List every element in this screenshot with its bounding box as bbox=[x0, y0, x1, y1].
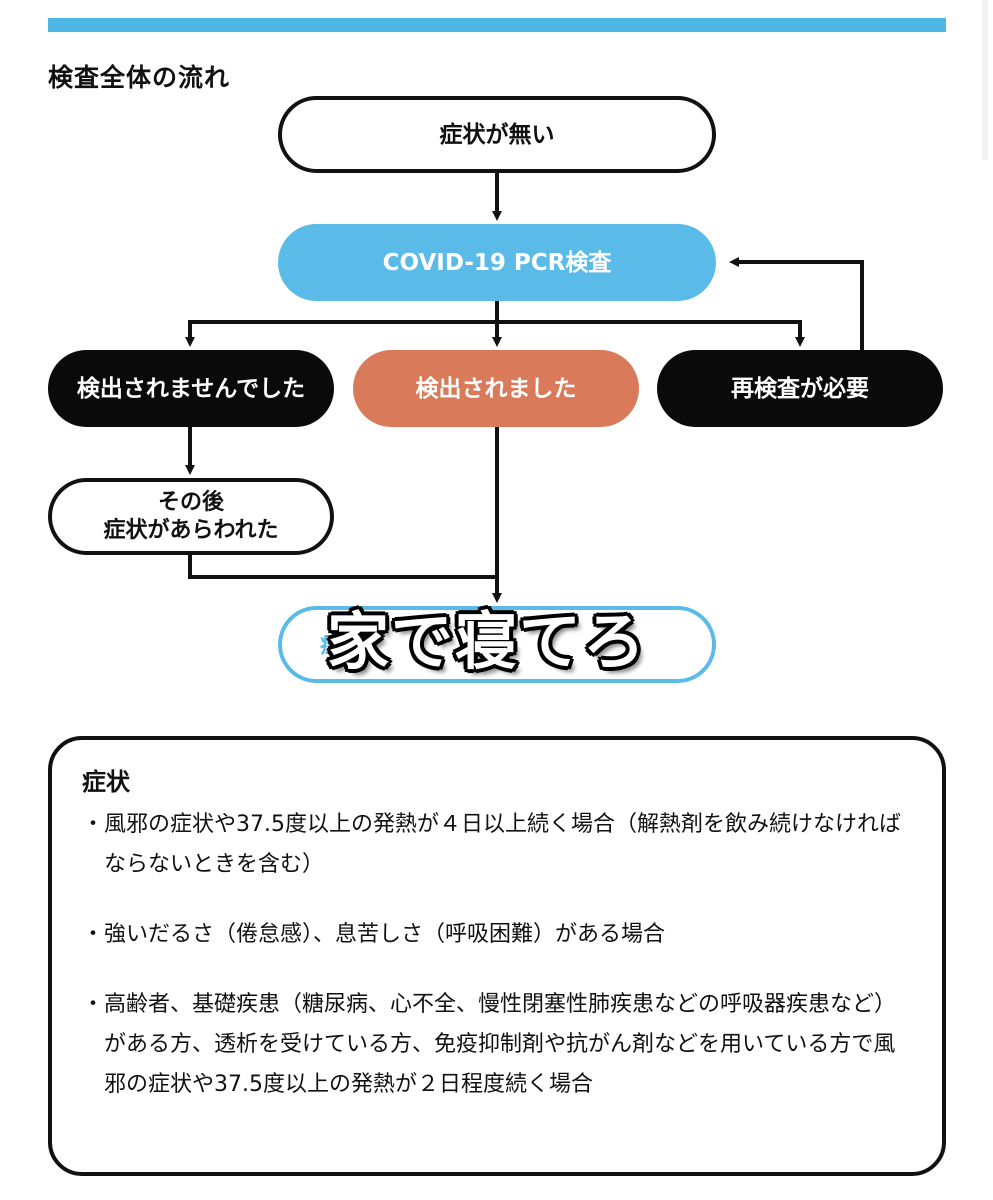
node-bottom-partial-text: 症 bbox=[320, 632, 343, 658]
list-item: ・ 高齢者、基礎疾患（糖尿病、心不全、慢性閉塞性肺疾患などの呼吸器疾患など）があ… bbox=[82, 985, 912, 1105]
list-item: ・ 風邪の症状や37.5度以上の発熱が４日以上続く場合（解熱剤を飲み続けなければ… bbox=[82, 805, 912, 885]
page-title: 検査全体の流れ bbox=[48, 63, 231, 92]
top-accent-bar bbox=[48, 18, 946, 32]
after-to-bottom-line bbox=[188, 555, 497, 579]
list-item: ・ 強いだるさ（倦怠感）、息苦しさ（呼吸困難）がある場合 bbox=[82, 915, 912, 955]
node-bottom-obscured: 症 bbox=[278, 606, 716, 683]
symptom-text-1: 風邪の症状や37.5度以上の発熱が４日以上続く場合（解熱剤を飲み続けなければなら… bbox=[104, 812, 901, 877]
bullet: ・ bbox=[82, 992, 105, 1017]
symptoms-box: 症状 ・ 風邪の症状や37.5度以上の発熱が４日以上続く場合（解熱剤を飲み続けな… bbox=[48, 736, 946, 1176]
overlay-caption: 家で寝てろ bbox=[325, 603, 648, 680]
scrollbar[interactable] bbox=[982, 0, 988, 160]
symptoms-title: 症状 bbox=[82, 768, 130, 796]
node-negative: 検出されませんでした bbox=[48, 350, 334, 427]
node-no-symptoms: 症状が無い bbox=[278, 96, 716, 173]
node-pcr-test: COVID-19 PCR検査 bbox=[278, 224, 716, 301]
node-symptoms-appeared-line2: 症状があらわれた bbox=[103, 517, 279, 543]
flow-connectors bbox=[185, 173, 864, 603]
node-symptoms-appeared: その後 症状があらわれた bbox=[48, 478, 334, 555]
symptom-text-2: 強いだるさ（倦怠感）、息苦しさ（呼吸困難）がある場合 bbox=[104, 922, 666, 947]
node-symptoms-appeared-line1: その後 bbox=[157, 489, 224, 515]
node-positive: 検出されました bbox=[353, 350, 639, 427]
retest-loop-arrow bbox=[729, 257, 864, 350]
bullet: ・ bbox=[82, 812, 105, 837]
bullet: ・ bbox=[82, 922, 105, 947]
symptom-text-3: 高齢者、基礎疾患（糖尿病、心不全、慢性閉塞性肺疾患などの呼吸器疾患など）がある方… bbox=[104, 992, 897, 1097]
node-retest: 再検査が必要 bbox=[657, 350, 943, 427]
